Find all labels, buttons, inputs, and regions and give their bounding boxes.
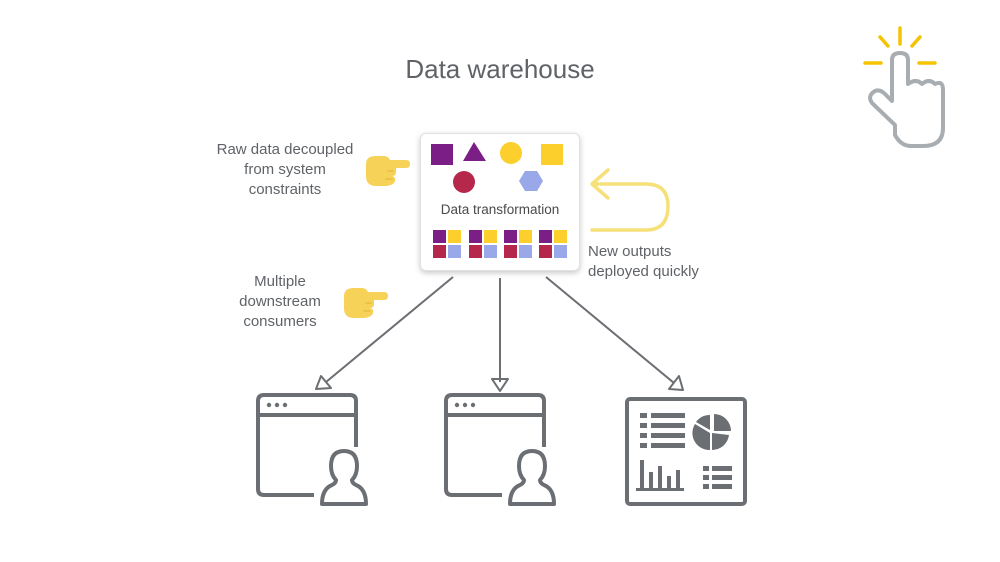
transformation-label: Data transformation — [440, 202, 560, 217]
arrow-to-consumer-1 — [325, 276, 454, 383]
arrowhead — [491, 378, 509, 392]
dashboard-icon — [625, 397, 747, 506]
pointing-hand-icon — [366, 156, 410, 186]
output-group — [469, 230, 497, 258]
new-outputs-annotation: New outputs deployed quickly — [588, 243, 699, 280]
tap-hand-icon — [863, 26, 945, 148]
arrow-to-consumer-3 — [545, 276, 675, 384]
hexagon-shape — [519, 171, 543, 191]
page-title: Data warehouse — [405, 54, 595, 84]
output-group — [539, 230, 567, 258]
circle-shape — [500, 142, 522, 164]
triangle-shape — [463, 142, 486, 161]
loop-arrow-icon — [590, 168, 670, 232]
bar-chart-icon — [636, 460, 684, 491]
circle-shape — [453, 171, 475, 193]
arrowhead — [315, 375, 332, 390]
user-icon — [320, 449, 368, 506]
output-group — [504, 230, 532, 258]
downstream-consumers-annotation: Multiple downstream consumers — [239, 273, 321, 330]
user-icon — [508, 449, 556, 506]
pointing-hand-icon — [344, 288, 388, 318]
square-shape — [431, 144, 453, 165]
arrowhead — [668, 375, 684, 391]
browser-user-icon — [256, 393, 368, 506]
output-tiles — [433, 230, 567, 258]
raw-data-shapes — [431, 142, 563, 193]
output-group — [433, 230, 461, 258]
square-shape — [541, 144, 563, 165]
browser-user-icon — [444, 393, 556, 506]
raw-data-annotation: Raw data decoupled from system constrain… — [216, 141, 354, 198]
list-icon — [703, 466, 732, 489]
data-transformation-box: Data transformation — [420, 133, 580, 271]
pie-chart-icon — [692, 414, 731, 451]
